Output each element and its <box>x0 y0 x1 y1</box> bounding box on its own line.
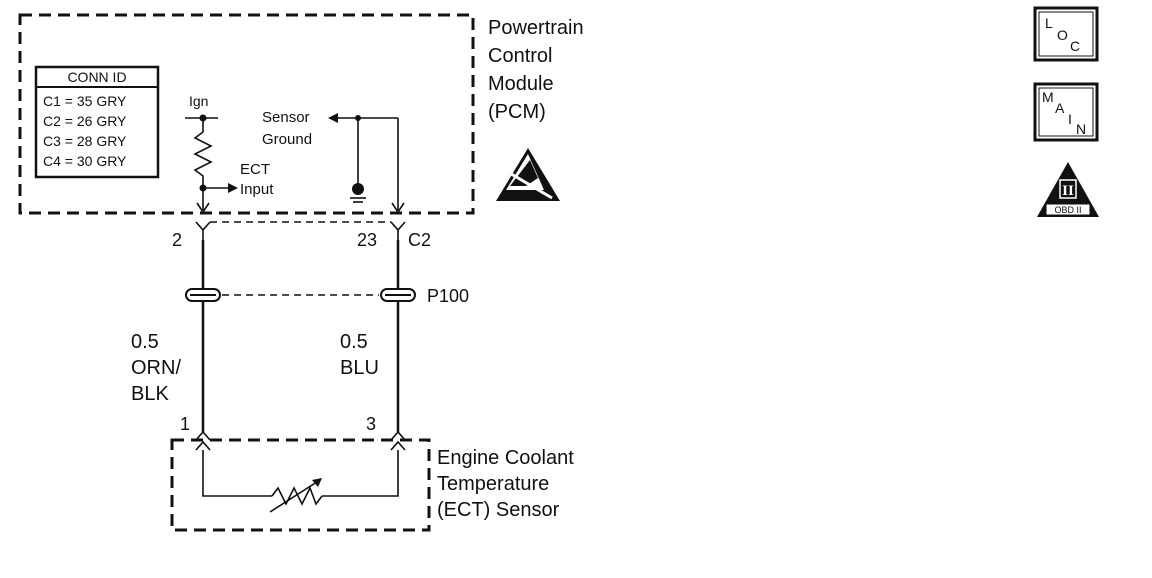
pcm-right-pin-arrow <box>391 202 405 214</box>
left-wire-gauge: 0.5 <box>131 331 159 353</box>
pcm-title-line-4: (PCM) <box>488 101 546 123</box>
main-icon-letter: M <box>1042 89 1054 105</box>
sensor-internal-wiring <box>202 450 272 497</box>
pcm-left-pin-arrow <box>196 202 210 214</box>
main-icon: M A I N <box>1033 82 1099 142</box>
conn-id-header: CONN ID <box>67 69 126 85</box>
c2-connector-name: C2 <box>408 230 431 250</box>
loc-icon: L O C <box>1033 6 1099 62</box>
conn-id-row: C4 = 30 GRY <box>43 153 127 169</box>
thermistor-icon <box>271 486 323 506</box>
thermistor-arrowhead <box>312 478 322 487</box>
pcm-title-line-1: Powertrain <box>488 17 584 39</box>
ect-input-label-2: Input <box>240 181 274 198</box>
sensor-ground-label-1: Sensor <box>262 109 310 126</box>
pcm-title-line-3: Module <box>488 73 554 95</box>
sensor-ground-arrow <box>328 113 338 123</box>
esd-warning-icon <box>496 148 560 201</box>
conn-id-table: CONN ID C1 = 35 GRY C2 = 26 GRY C3 = 28 … <box>34 65 160 179</box>
ect-input-arrow <box>228 183 238 193</box>
p100-label: P100 <box>427 286 469 306</box>
p100-left-splice-icon <box>185 288 221 302</box>
pcm-boundary <box>18 13 475 215</box>
c2-right-pin-number: 23 <box>357 230 377 250</box>
c2-left-pin-number: 2 <box>172 230 182 250</box>
sensor-ground-label-2: Ground <box>262 131 312 148</box>
obd-ii-numeral: II <box>1062 183 1074 199</box>
obd-ii-icon: II OBD II <box>1037 162 1099 217</box>
right-wire-color-1: BLU <box>340 357 379 379</box>
sensor-internal-wiring <box>322 450 399 497</box>
main-icon-letter: A <box>1055 100 1065 116</box>
main-icon-letter: I <box>1068 111 1072 127</box>
loc-icon-letter: C <box>1070 38 1080 54</box>
sensor-right-pin-icon <box>390 430 406 451</box>
loc-icon-letter: O <box>1057 27 1068 43</box>
c2-right-pin-icon <box>390 221 406 240</box>
left-wire-color-1: ORN/ <box>131 357 181 379</box>
sensor-title-line-2: Temperature <box>437 473 549 495</box>
pcm-title-line-2: Control <box>488 45 552 67</box>
ect-input-label-1: ECT <box>240 161 270 178</box>
ground-symbol-icon <box>352 183 364 195</box>
ign-label: Ign <box>189 93 208 109</box>
main-icon-letter: N <box>1076 121 1086 137</box>
pullup-resistor <box>193 118 213 188</box>
conn-id-row: C3 = 28 GRY <box>43 133 127 149</box>
obd-ii-label: OBD II <box>1054 205 1081 215</box>
sensor-right-pin-number: 3 <box>366 414 376 434</box>
thermistor-variable-arrow <box>269 479 321 513</box>
conn-id-row: C2 = 26 GRY <box>43 113 127 129</box>
conn-id-row: C1 = 35 GRY <box>43 93 127 109</box>
sensor-left-pin-number: 1 <box>180 414 190 434</box>
sensor-title-line-3: (ECT) Sensor <box>437 499 560 521</box>
p100-right-splice-icon <box>380 288 416 302</box>
c2-left-pin-icon <box>195 221 211 240</box>
sensor-left-pin-icon <box>195 430 211 451</box>
loc-icon-letter: L <box>1045 15 1053 31</box>
sensor-title-line-1: Engine Coolant <box>437 447 574 469</box>
right-wire-gauge: 0.5 <box>340 331 368 353</box>
ect-sensor-boundary <box>170 438 431 532</box>
left-wire-color-2: BLK <box>131 383 169 405</box>
